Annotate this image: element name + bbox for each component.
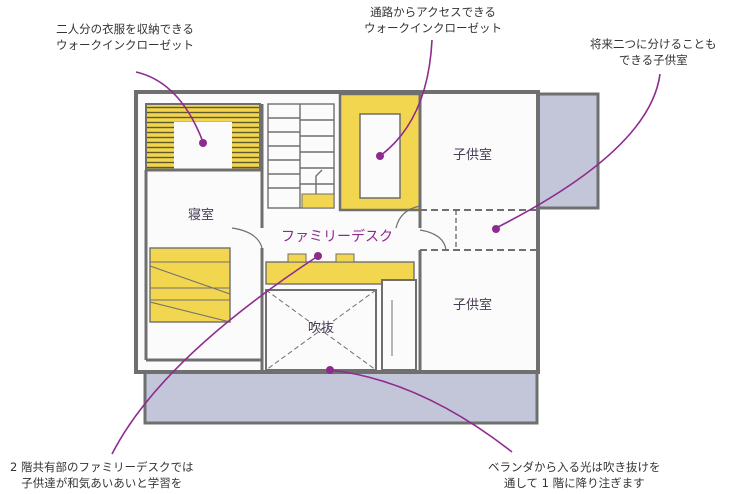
callout-line: 二人分の衣服を収納できる	[56, 22, 194, 36]
callout-line: ベランダから入る光は吹き抜けを	[488, 460, 661, 474]
callout-line: 通して 1 階に降り注ぎます	[503, 476, 645, 490]
callout-line: ウォークインクローゼット	[56, 38, 194, 52]
desk-chair-left	[287, 253, 307, 263]
bed	[149, 247, 231, 323]
staircase	[267, 103, 335, 209]
hall-storage	[381, 279, 417, 371]
callout-line: ウォークインクローゼット	[364, 21, 502, 35]
balcony-right	[535, 92, 600, 210]
callout-line: できる子供室	[618, 53, 688, 67]
callout-dots	[199, 139, 500, 374]
callout-walkin-closet-corridor: 通路からアクセスできる ウォークインクローゼット	[364, 4, 502, 36]
room-label-kids-upper: 子供室	[453, 147, 492, 163]
callout-walkin-closet-top-left: 二人分の衣服を収納できる ウォークインクローゼット	[56, 21, 194, 53]
desk-chair-right	[335, 253, 355, 263]
door-swings	[231, 205, 447, 251]
room-label-kids-lower: 子供室	[453, 297, 492, 313]
callout-kids-room-divisible: 将来二つに分けることも できる子供室	[590, 36, 717, 68]
interior-walls	[144, 94, 422, 370]
callout-veranda-light: ベランダから入る光は吹き抜けを 通して 1 階に降り注ぎます	[488, 459, 661, 491]
room-label-bedroom: 寝室	[188, 207, 214, 223]
callout-line: 将来二つに分けることも	[590, 37, 717, 51]
callout-family-desk: 2 階共有部のファミリーデスクでは 子供達が和気あいあいと学習を	[10, 459, 193, 491]
stair-landing-yellow	[301, 193, 335, 209]
callout-line: 通路からアクセスできる	[370, 5, 496, 19]
veranda-bottom	[143, 369, 539, 425]
kids-room-divider	[420, 209, 538, 251]
callout-line: 子供達が和気あいあいと学習を	[21, 476, 183, 490]
room-label-void: 吹抜	[308, 320, 334, 336]
callout-leaders	[111, 39, 661, 455]
room-label-family-desk: ファミリーデスク	[281, 228, 393, 245]
callout-line: 2 階共有部のファミリーデスクでは	[10, 460, 194, 474]
